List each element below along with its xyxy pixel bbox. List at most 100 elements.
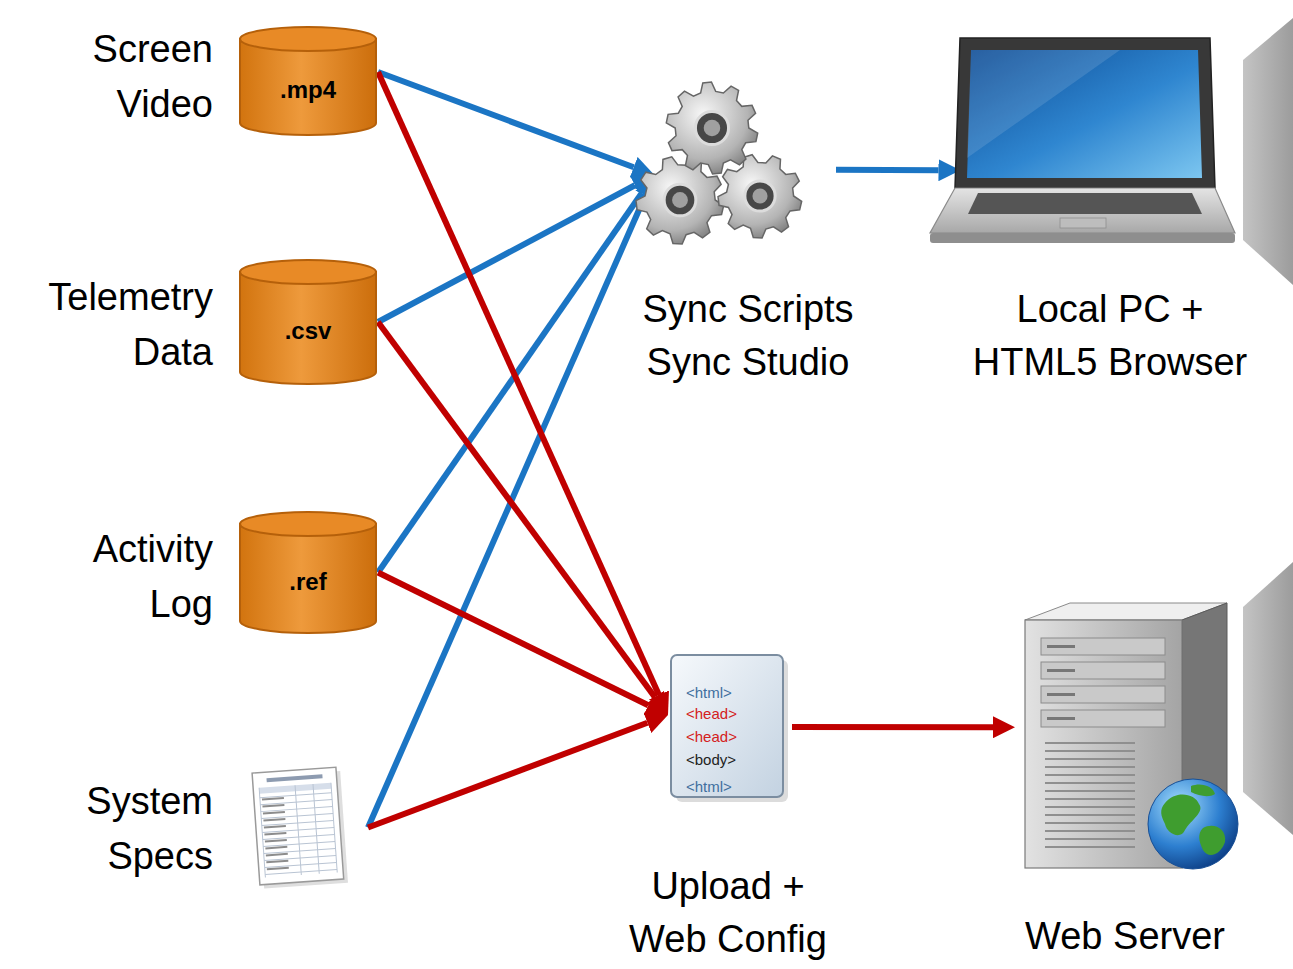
flow-arrow: [792, 724, 993, 730]
flow-arrow: [368, 195, 646, 827]
icon-part: [745, 181, 775, 211]
cylinder-top: [240, 260, 376, 284]
node-server: Web Server: [1005, 598, 1245, 963]
icon-part: [313, 784, 319, 874]
icon-part: [930, 233, 1235, 243]
html-tag: <html>: [686, 681, 732, 704]
icon-part: [266, 853, 288, 857]
icon-part: [1045, 742, 1135, 744]
node-cyl: Screen Video .mp4: [20, 22, 378, 137]
icon-part: [1045, 774, 1135, 776]
icon-part: [264, 825, 286, 829]
icon-part: [295, 785, 301, 875]
icon-part: [664, 184, 696, 216]
icon-part: [252, 767, 344, 885]
icon-part: [1041, 638, 1165, 655]
gears-icon: [632, 78, 804, 248]
file-extension: .mp4: [238, 49, 378, 131]
icon-part: [672, 192, 688, 208]
side-label: Screen Video: [20, 22, 213, 132]
laptop-base: [930, 188, 1235, 233]
flow-arrow: [368, 723, 647, 828]
icon-part: [262, 797, 284, 801]
icon-part: [1045, 822, 1135, 824]
icon-part: [1047, 717, 1075, 720]
icon-part: [967, 50, 1120, 158]
icon-part: [262, 804, 284, 808]
flow-arrow: [836, 167, 939, 173]
cylinder-top: [240, 512, 376, 536]
icon-part: [1041, 662, 1165, 679]
html-page: [671, 655, 783, 797]
cylinder-top: [240, 27, 376, 51]
html-tag: <head>: [686, 702, 737, 725]
caption-label: Web Server: [1005, 910, 1245, 963]
icon-part: [259, 788, 265, 878]
icon-part: [1047, 693, 1075, 696]
doc-icon: [248, 765, 350, 890]
flow-arrow: [378, 193, 642, 573]
side-label: Activity Log: [20, 522, 213, 632]
icon-part: [263, 818, 285, 822]
icon-part: [704, 120, 721, 137]
icon-part: [1041, 710, 1165, 727]
icon-part: [1045, 758, 1135, 760]
html-tag: <body>: [686, 748, 736, 771]
icon-part: [265, 839, 287, 843]
flow-arrow: [378, 573, 648, 706]
side-label: Telemetry Data: [20, 270, 213, 380]
icon-part: [266, 860, 288, 864]
icon-part: [1060, 218, 1106, 228]
icon-part: [695, 111, 728, 144]
icon-part: [1047, 645, 1075, 648]
icon-part: [1199, 826, 1225, 855]
icon-part: [1045, 798, 1135, 800]
icon-part: [1045, 806, 1135, 808]
icon-part: [1045, 790, 1135, 792]
backdrop-panel: [1243, 18, 1293, 285]
node-cyl: Telemetry Data .csv: [20, 258, 378, 386]
node-gears: Sync Scripts Sync Studio: [613, 78, 883, 389]
icon-part: [752, 188, 767, 203]
icon-part: [1045, 766, 1135, 768]
icon-part: [1047, 669, 1075, 672]
icon-part: [1045, 782, 1135, 784]
laptop-lid: [955, 38, 1215, 188]
caption-label: Upload + Web Config: [618, 860, 838, 966]
icon-part: [968, 193, 1202, 214]
icon-part: [264, 832, 286, 836]
icon-part: [1045, 830, 1135, 832]
icon-part: [267, 867, 289, 871]
backdrop-panel: [1243, 562, 1293, 835]
document-sheet: [252, 767, 348, 889]
html-tag: <html>: [686, 775, 732, 798]
html-tag: <head>: [686, 725, 737, 748]
file-extension: .csv: [238, 282, 378, 380]
icon-part: [1045, 814, 1135, 816]
server-icon: [1015, 598, 1243, 873]
node-html: Upload + Web Config<html><head><head><bo…: [618, 652, 838, 966]
icon-part: [266, 774, 322, 782]
icon-part: [1161, 794, 1200, 835]
node-laptop: Local PC + HTML5 Browser: [930, 38, 1260, 389]
icon-part: [1045, 838, 1135, 840]
icon-part: [1191, 784, 1215, 796]
node-cyl: Activity Log .ref: [20, 510, 378, 635]
globe: [1148, 779, 1238, 869]
node-doc: System Specs: [20, 765, 350, 890]
gear: [718, 155, 802, 238]
icon-part: [1045, 846, 1135, 848]
side-label: System Specs: [20, 774, 213, 884]
laptop-icon: [930, 38, 1235, 248]
gear: [666, 82, 757, 174]
caption-label: Sync Scripts Sync Studio: [613, 283, 883, 389]
icon-part: [265, 846, 287, 850]
icon-part: [331, 783, 337, 873]
icon-part: [1045, 750, 1135, 752]
file-extension: .ref: [238, 534, 378, 629]
caption-label: Local PC + HTML5 Browser: [960, 283, 1260, 389]
icon-part: [1041, 686, 1165, 703]
icon-part: [263, 811, 285, 815]
